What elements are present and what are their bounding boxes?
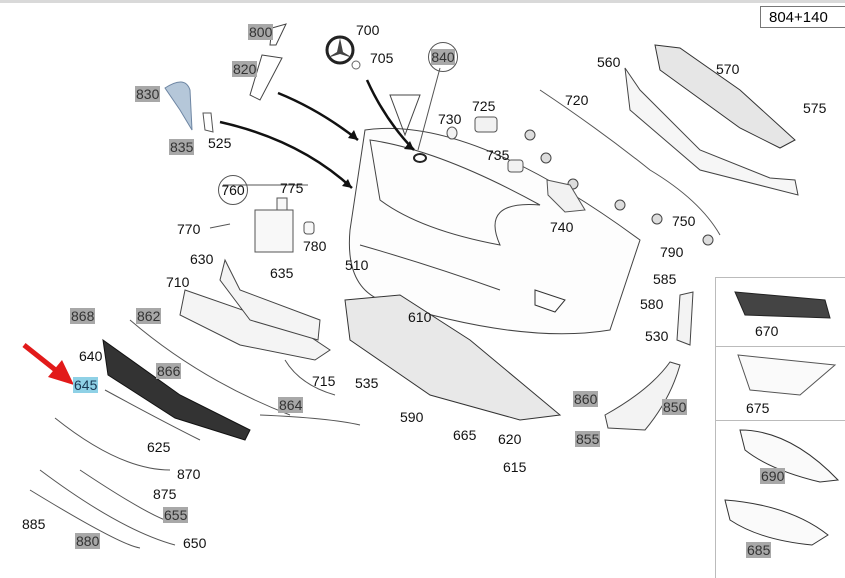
part-label-625[interactable]: 625	[147, 439, 171, 455]
part-label-868[interactable]: 868	[70, 308, 96, 324]
part-label-855[interactable]: 855	[575, 431, 601, 447]
plate-bracket-shape	[209, 184, 315, 253]
grille-570-shape	[654, 44, 796, 149]
part-label-770[interactable]: 770	[177, 221, 201, 237]
reference-code-box: 804+140	[760, 6, 845, 28]
part-label-700[interactable]: 700	[356, 22, 380, 38]
part-label-690[interactable]: 690	[760, 468, 786, 484]
part-label-880[interactable]: 880	[75, 533, 101, 549]
part-label-585[interactable]: 585	[653, 271, 677, 287]
clip-525-shape	[202, 112, 214, 133]
part-label-670[interactable]: 670	[755, 323, 779, 339]
part-690-shape	[739, 429, 840, 483]
part-label-665[interactable]: 665	[453, 427, 477, 443]
part-675-shape	[737, 354, 837, 396]
grille-support-shape	[624, 67, 799, 196]
part-label-820[interactable]: 820	[232, 61, 258, 77]
part-label-615[interactable]: 615	[503, 459, 527, 475]
part-label-630[interactable]: 630	[190, 251, 214, 267]
part-label-610[interactable]: 610	[408, 309, 432, 325]
arrowheads	[342, 130, 414, 188]
lower-grille-shape	[102, 338, 251, 441]
part-label-760[interactable]: 760	[218, 175, 248, 205]
part-label-575[interactable]: 575	[803, 100, 827, 116]
bracket-830-shape	[164, 81, 193, 131]
part-label-790[interactable]: 790	[660, 244, 684, 260]
part-label-525[interactable]: 525	[208, 135, 232, 151]
part-label-840[interactable]: 840	[428, 42, 458, 72]
part-label-705[interactable]: 705	[370, 50, 394, 66]
part-label-620[interactable]: 620	[498, 431, 522, 447]
part-label-835[interactable]: 835	[169, 139, 195, 155]
panel-divider	[715, 346, 845, 347]
part-label-750[interactable]: 750	[672, 213, 696, 229]
part-label-685[interactable]: 685	[746, 542, 772, 558]
part-label-830[interactable]: 830	[135, 86, 161, 102]
harness-shape	[539, 89, 721, 236]
sensor-shapes	[446, 116, 586, 213]
part-label-860[interactable]: 860	[573, 391, 599, 407]
undercover-shape	[344, 294, 562, 421]
part-label-885[interactable]: 885	[22, 516, 46, 532]
bumper-cover-shape	[348, 94, 641, 335]
light-820-shape	[249, 54, 283, 101]
part-label-862[interactable]: 862	[136, 308, 162, 324]
part-label-655[interactable]: 655	[163, 507, 189, 523]
panel-divider	[715, 420, 845, 421]
part-label-650[interactable]: 650	[183, 535, 207, 551]
part-label-640[interactable]: 640	[79, 348, 103, 364]
part-label-530[interactable]: 530	[645, 328, 669, 344]
part-label-740[interactable]: 740	[550, 219, 574, 235]
part-label-730[interactable]: 730	[438, 111, 462, 127]
side-bracket-shape	[604, 361, 681, 431]
part-label-735[interactable]: 735	[486, 147, 510, 163]
part-label-635[interactable]: 635	[270, 265, 294, 281]
bracket-530-shape	[676, 291, 694, 346]
part-label-645[interactable]: 645	[73, 377, 99, 393]
part-label-535[interactable]: 535	[355, 375, 379, 391]
trim-strips	[29, 319, 361, 549]
part-label-720[interactable]: 720	[565, 92, 589, 108]
part-label-866[interactable]: 866	[156, 363, 182, 379]
star-emblem-shape	[325, 35, 427, 163]
variant-side-panel	[715, 277, 845, 578]
part-label-875[interactable]: 875	[153, 486, 177, 502]
part-685-shape	[724, 499, 829, 546]
part-label-590[interactable]: 590	[400, 409, 424, 425]
part-label-800[interactable]: 800	[248, 24, 274, 40]
red-pointer-arrow	[22, 343, 74, 385]
part-670-shape	[734, 291, 831, 319]
part-label-725[interactable]: 725	[472, 98, 496, 114]
bracket-630-shape	[219, 258, 321, 341]
part-label-675[interactable]: 675	[746, 400, 770, 416]
part-label-560[interactable]: 560	[597, 54, 621, 70]
part-label-864[interactable]: 864	[278, 397, 304, 413]
part-label-510[interactable]: 510	[345, 257, 369, 273]
top-border	[0, 0, 845, 3]
part-label-870[interactable]: 870	[177, 466, 201, 482]
part-label-850[interactable]: 850	[662, 399, 688, 415]
part-label-570[interactable]: 570	[716, 61, 740, 77]
leader-840	[417, 67, 441, 151]
part-label-580[interactable]: 580	[640, 296, 664, 312]
part-label-710[interactable]: 710	[166, 274, 190, 290]
part-label-775[interactable]: 775	[280, 180, 304, 196]
part-label-780[interactable]: 780	[303, 238, 327, 254]
part-label-715[interactable]: 715	[312, 373, 336, 389]
